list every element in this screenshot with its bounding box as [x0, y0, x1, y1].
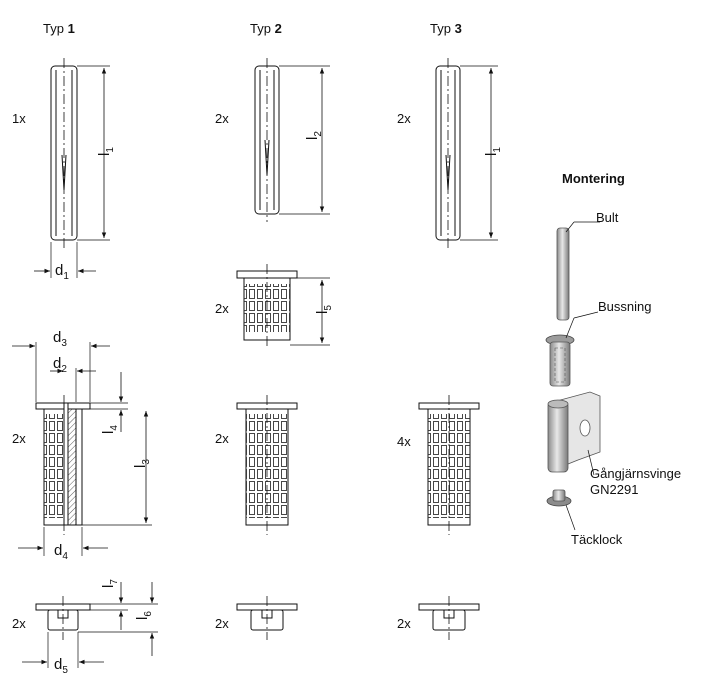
quantity-label: 2x	[397, 616, 411, 631]
quantity-label: 4x	[397, 434, 411, 449]
column-header-type3: Typ 3	[430, 21, 462, 36]
pin-type2	[254, 58, 330, 222]
quantity-label: 2x	[215, 616, 229, 631]
column-header-type2: Typ 2	[250, 21, 282, 36]
dimension-d2: d2	[53, 355, 67, 375]
quantity-label: 2x	[215, 301, 229, 316]
assembly-label-bushing: Bussning	[598, 299, 652, 314]
column-header-type1: Typ 1	[43, 21, 75, 36]
cap-type2	[236, 596, 298, 640]
quantity-label: 2x	[215, 111, 229, 126]
assembly-bolt	[556, 221, 600, 321]
dimension-d5: d5	[54, 656, 68, 676]
dimension-l7: l7	[99, 579, 120, 588]
pin-type3	[435, 58, 498, 248]
dimension-d3: d3	[53, 329, 67, 349]
cap-type1	[22, 582, 158, 668]
quantity-label: 2x	[215, 431, 229, 446]
long-bushing-type3	[418, 395, 480, 535]
assembly-bushing	[545, 311, 599, 387]
dimension-l6: l6	[133, 611, 154, 620]
assembly-label-hinge: Gångjärnsvinge	[590, 466, 682, 481]
assembly-label-hinge-code: GN2291	[590, 482, 639, 497]
cap-type3	[418, 596, 480, 640]
long-bushing-type1	[12, 342, 152, 556]
assembly-label-bolt: Bult	[596, 210, 619, 225]
dimension-l2: l2	[303, 131, 324, 140]
quantity-label: 2x	[12, 616, 26, 631]
assembly-label-cap: Täcklock	[571, 532, 623, 547]
dimension-l5: l5	[313, 305, 334, 314]
dimension-l4: l4	[99, 425, 120, 434]
quantity-label: 2x	[12, 431, 26, 446]
quantity-label: 1x	[12, 111, 26, 126]
dimension-l1: l1	[95, 147, 116, 156]
dimension-d4: d4	[54, 542, 68, 562]
assembly-cap	[546, 489, 576, 531]
assembly-title: Montering	[562, 171, 625, 186]
assembly-hinge-leaf	[547, 391, 601, 476]
short-bushing-type2	[236, 264, 330, 348]
dimension-l3: l3	[131, 459, 152, 468]
dimension-d1: d1	[55, 262, 69, 282]
quantity-label: 2x	[397, 111, 411, 126]
dimension-l1: l1	[482, 147, 503, 156]
pin-type1	[34, 58, 110, 278]
long-bushing-type2	[236, 395, 298, 535]
